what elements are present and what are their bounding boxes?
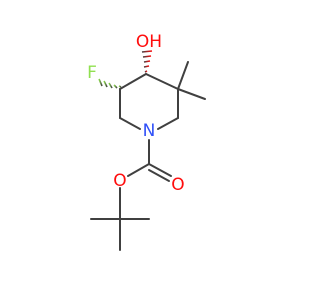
ring-bond-n-c2	[119, 117, 141, 130]
hashed-bond-to-fluorine	[98, 78, 122, 89]
ring-bond-c4-c5	[145, 73, 179, 90]
fluorine-label: F	[87, 63, 97, 83]
ring-bond-c6-n	[157, 117, 179, 130]
double-bond-co-a	[148, 163, 172, 177]
ring-bond-c3-c4	[119, 73, 147, 90]
double-bond-co-b	[148, 169, 170, 182]
hydroxyl-label: OH	[136, 32, 162, 52]
methyl-bond-right	[177, 88, 206, 100]
carbonyl-oxygen-label: O	[171, 175, 184, 195]
structure-canvas: OH F N O O	[87, 32, 206, 251]
hashed-bond-to-hydroxyl	[141, 50, 153, 73]
ester-oxygen-label: O	[113, 171, 126, 191]
nitrogen-label: N	[143, 121, 156, 141]
bond-carbonyl-ester-o	[127, 163, 150, 177]
methyl-bond-upper	[177, 61, 189, 90]
